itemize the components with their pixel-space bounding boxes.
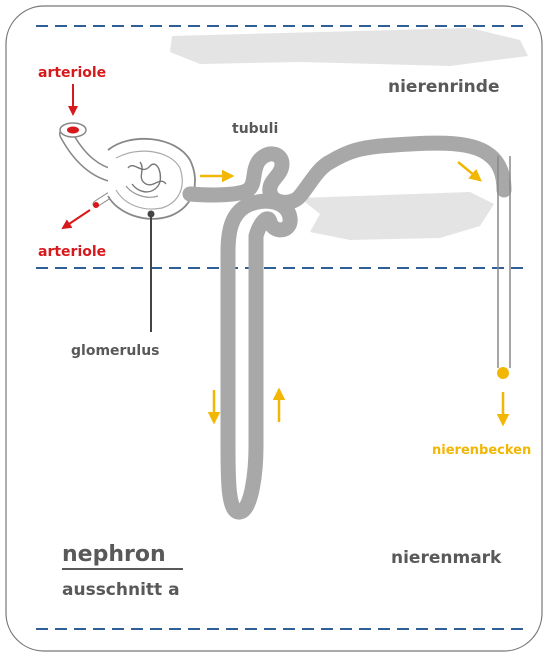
nierenrinde-label: nierenrinde: [388, 79, 500, 96]
arteriole-out-label: arteriole: [38, 245, 106, 259]
tubuli-label: tubuli: [232, 122, 278, 136]
page-subtitle: ausschnitt a: [62, 582, 180, 599]
collecting-duct-outlet: [497, 367, 509, 379]
nierenmark-label: nierenmark: [391, 550, 501, 567]
glomerulus-label: glomerulus: [71, 344, 160, 358]
arteriole-in-label: arteriole: [38, 66, 106, 80]
bowman-capsule: [108, 139, 195, 219]
nierenbecken-label: nierenbecken: [432, 444, 531, 457]
page-title: nephron: [62, 544, 166, 566]
